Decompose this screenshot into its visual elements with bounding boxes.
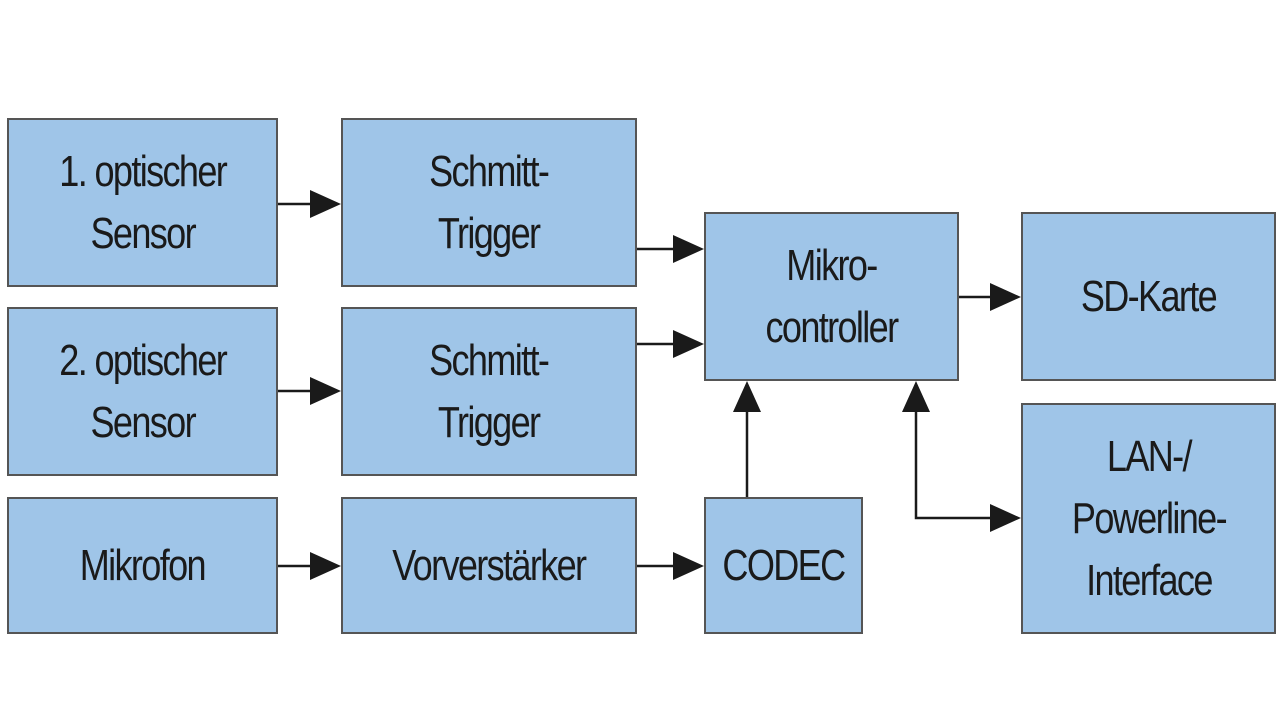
- block-label-optical-sensor-2: 2. optischer Sensor: [59, 335, 227, 447]
- block-label-microcontroller: Mikro- controller: [765, 240, 900, 352]
- arrowhead-mcu-in-3: [733, 381, 761, 412]
- block-preamplifier: Vorverstärker: [341, 497, 637, 634]
- block-microphone: Mikrofon: [7, 497, 278, 634]
- block-label-lan-powerline-interface: LAN-/ Powerline- Interface: [1071, 431, 1227, 605]
- arrowhead-codec-in: [673, 552, 704, 580]
- block-optical-sensor-2: 2. optischer Sensor: [7, 307, 278, 476]
- block-microcontroller: Mikro- controller: [704, 212, 959, 381]
- block-label-sd-card: SD-Karte: [1080, 271, 1218, 321]
- block-schmitt-trigger-1: Schmitt- Trigger: [341, 118, 637, 287]
- arrowhead-sd-in: [990, 283, 1021, 311]
- block-label-schmitt-trigger-1: Schmitt- Trigger: [429, 146, 550, 258]
- block-codec: CODEC: [704, 497, 863, 634]
- block-label-schmitt-trigger-2: Schmitt- Trigger: [429, 335, 550, 447]
- block-sd-card: SD-Karte: [1021, 212, 1276, 381]
- arrowhead-mcu-in-4: [902, 381, 930, 412]
- arrowhead-vorverstaerker-in: [310, 552, 341, 580]
- block-label-preamplifier: Vorverstärker: [392, 540, 587, 590]
- arrowhead-mcu-in-1: [673, 235, 704, 263]
- arrowhead-schmitt2-in: [310, 377, 341, 405]
- arrow-mcu-lan-bidirectional: [914, 412, 990, 520]
- block-lan-powerline-interface: LAN-/ Powerline- Interface: [1021, 403, 1276, 634]
- block-label-optical-sensor-1: 1. optischer Sensor: [59, 146, 227, 258]
- arrowhead-mcu-in-2: [673, 330, 704, 358]
- block-optical-sensor-1: 1. optischer Sensor: [7, 118, 278, 287]
- arrowhead-lan-in: [990, 504, 1021, 532]
- arrowhead-schmitt1-in: [310, 190, 341, 218]
- block-label-microphone: Mikrofon: [79, 540, 207, 590]
- block-label-codec: CODEC: [722, 540, 846, 590]
- block-schmitt-trigger-2: Schmitt- Trigger: [341, 307, 637, 476]
